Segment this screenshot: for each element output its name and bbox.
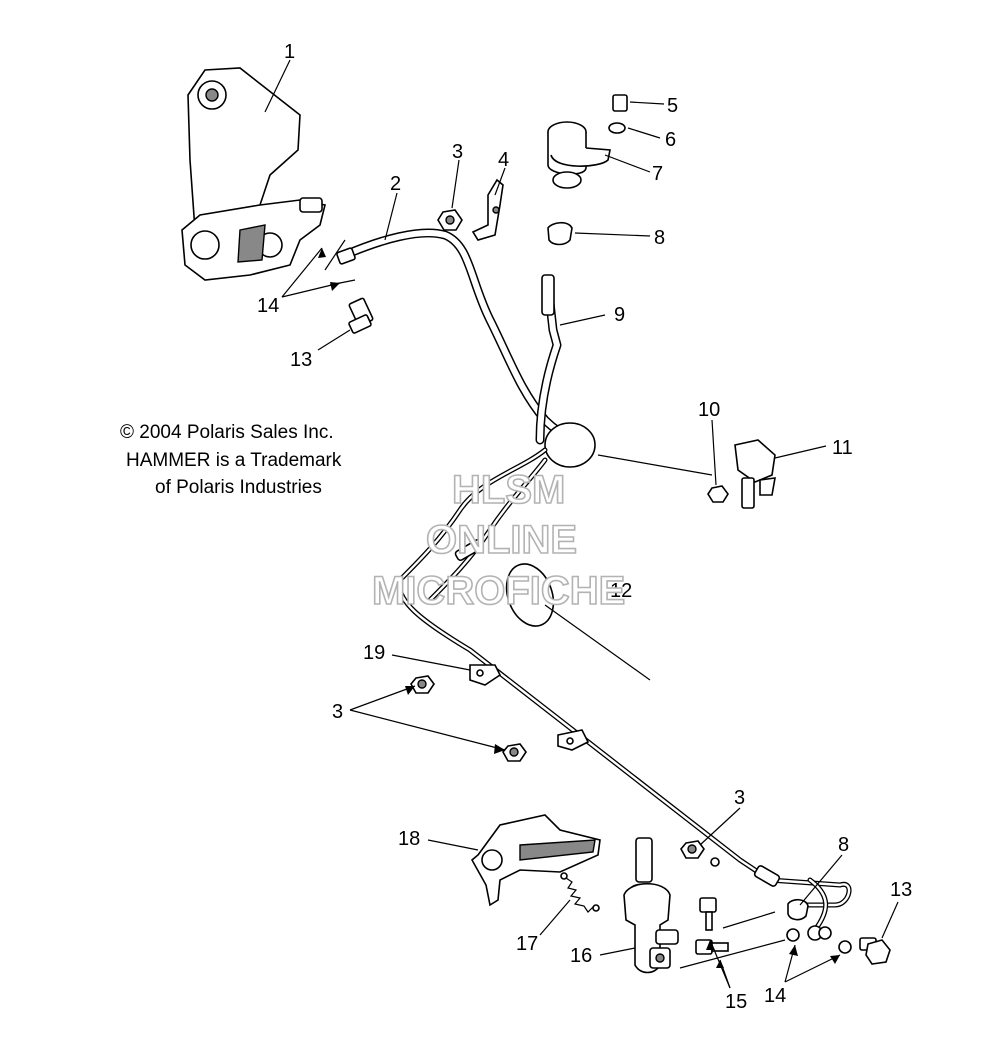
callout-11: 11 [832,437,853,459]
mounting-bolt [695,897,729,955]
master-cylinder [623,837,679,974]
washer [786,925,852,954]
callout-14: 14 [257,295,279,317]
banjo-bolt [348,297,374,334]
nut [502,743,527,762]
callout-15: 15 [725,991,747,1013]
callout-3: 3 [452,141,463,163]
cable-tie [505,563,651,681]
callout-5: 5 [667,95,678,117]
callout-4: 4 [498,149,509,171]
banjo-bolt [859,937,891,965]
nut [680,840,705,859]
brake-junction [544,422,596,468]
callout-8b: 8 [838,834,849,856]
copyright-line-1: © 2004 Polaris Sales Inc. [120,422,334,443]
nut [437,209,463,231]
watermark: HLSM ONLINE MICROFICHE [371,467,626,614]
callout-14b: 14 [764,985,786,1007]
callout-9: 9 [614,304,625,326]
callout-16: 16 [570,945,592,967]
line-clamp [469,664,590,751]
brake-hose-upper [535,274,562,445]
brake-switch [707,439,776,509]
callout-13b: 13 [890,879,912,901]
brake-line [396,447,852,933]
callout-labels: 1 2 3 4 5 6 7 8 9 10 11 12 13 14 3 19 3 … [257,41,912,1013]
brake-pedal [470,814,601,907]
hose-clip [471,178,504,241]
watermark-line-2: ONLINE [426,518,577,562]
return-spring [560,872,600,913]
caliper-assembly [181,67,326,281]
watermark-line-3: MICROFICHE [372,569,625,613]
callout-18: 18 [398,828,420,850]
callout-17: 17 [516,933,538,955]
watermark-line-1: HLSM [452,468,565,512]
callout-3c: 3 [734,787,745,809]
reservoir [547,94,628,189]
callout-13: 13 [290,349,312,371]
callout-2: 2 [390,173,401,195]
arrowheads [318,248,840,968]
callout-1: 1 [284,41,295,63]
callout-10: 10 [698,399,720,421]
brake-hose [336,228,585,450]
washer [710,857,720,867]
callout-12: 12 [610,580,632,602]
copyright-line-2: HAMMER is a Trademark [126,450,342,471]
cap [787,898,809,921]
callout-6: 6 [665,129,676,151]
nut [410,675,435,694]
leader-lines [264,59,899,989]
callout-19: 19 [363,642,385,664]
copyright-block: © 2004 Polaris Sales Inc. HAMMER is a Tr… [120,422,342,498]
callout-7: 7 [652,163,663,185]
copyright-line-3: of Polaris Industries [155,477,322,498]
callout-8: 8 [654,227,665,249]
cap [547,221,573,246]
callout-3b: 3 [332,701,343,723]
